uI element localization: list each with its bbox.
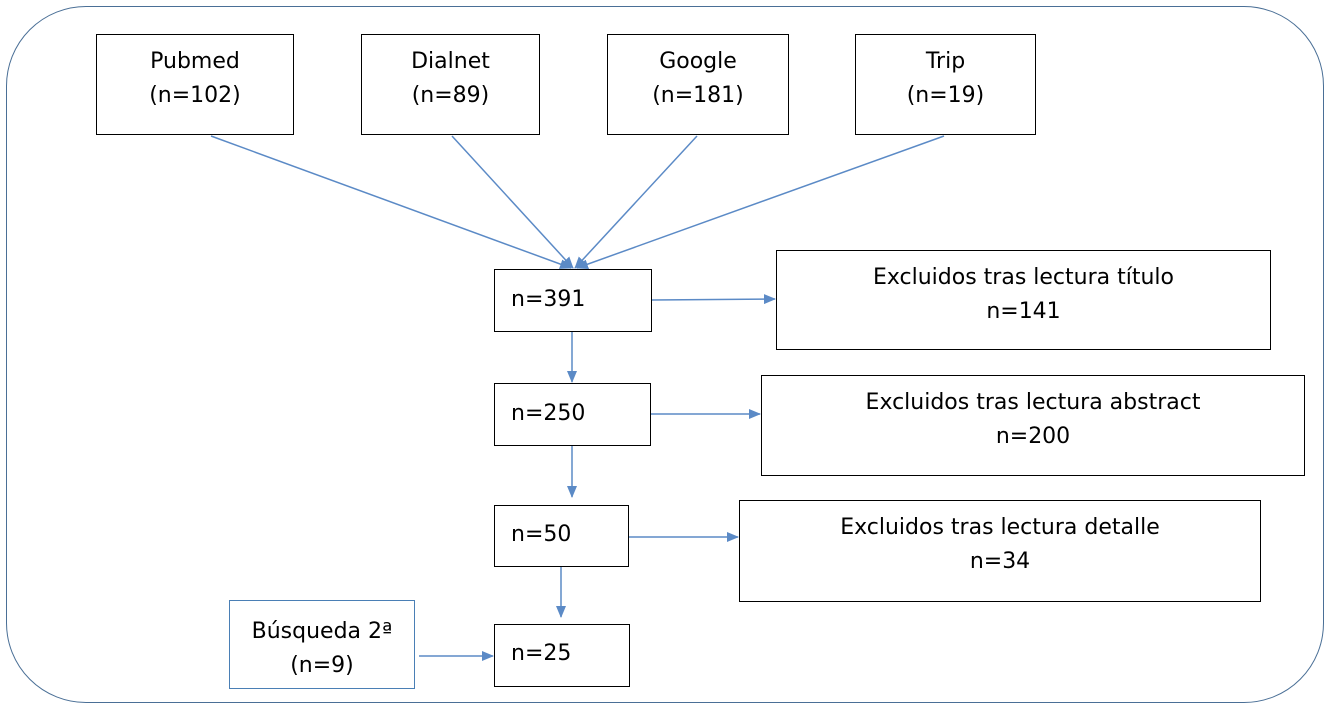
secondary-search-box: Búsqueda 2ª (n=9) (229, 600, 415, 689)
source-count: (n=181) (652, 83, 744, 108)
exclusion-label: Excluidos tras lectura abstract (865, 390, 1201, 415)
exclusion-box-title: Excluidos tras lectura título n=141 (776, 250, 1271, 350)
source-box-pubmed: Pubmed (n=102) (96, 34, 294, 135)
source-count: (n=19) (906, 83, 985, 108)
exclusion-label: Excluidos tras lectura detalle (840, 515, 1160, 540)
arrow-trip-to-391 (576, 135, 945, 269)
arrow-google-to-391 (574, 135, 698, 269)
exclusion-count: n=34 (969, 549, 1031, 574)
arrow-391-to-exclusion-title (651, 294, 776, 305)
source-name: Google (659, 49, 737, 74)
flow-box-50: n=50 (494, 505, 629, 567)
flow-box-391: n=391 (494, 269, 652, 332)
source-count: (n=89) (411, 83, 490, 108)
source-box-google: Google (n=181) (607, 34, 789, 135)
source-box-trip: Trip (n=19) (855, 34, 1036, 135)
exclusion-box-abstract: Excluidos tras lectura abstract n=200 (761, 375, 1305, 476)
flow-box-250: n=250 (494, 383, 651, 446)
flow-count: n=391 (511, 287, 586, 312)
exclusion-count: n=141 (986, 299, 1061, 324)
source-box-dialnet: Dialnet (n=89) (361, 34, 540, 135)
exclusion-count: n=200 (995, 424, 1071, 449)
exclusion-label: Excluidos tras lectura título (873, 265, 1174, 290)
source-count: (n=102) (149, 83, 241, 108)
secondary-search-label: Búsqueda 2ª (251, 619, 393, 644)
exclusion-box-detail: Excluidos tras lectura detalle n=34 (739, 500, 1261, 602)
rounded-frame (6, 6, 1324, 703)
flow-count: n=50 (511, 522, 572, 547)
flow-count: n=25 (511, 641, 572, 666)
flow-count: n=250 (511, 401, 586, 426)
source-name: Trip (925, 49, 966, 74)
secondary-search-count: (n=9) (290, 653, 354, 678)
arrow-pubmed-to-391 (210, 135, 572, 269)
source-name: Pubmed (150, 49, 240, 74)
flow-box-25: n=25 (494, 624, 630, 687)
arrow-dialnet-to-391 (451, 135, 574, 269)
source-name: Dialnet (411, 49, 490, 74)
